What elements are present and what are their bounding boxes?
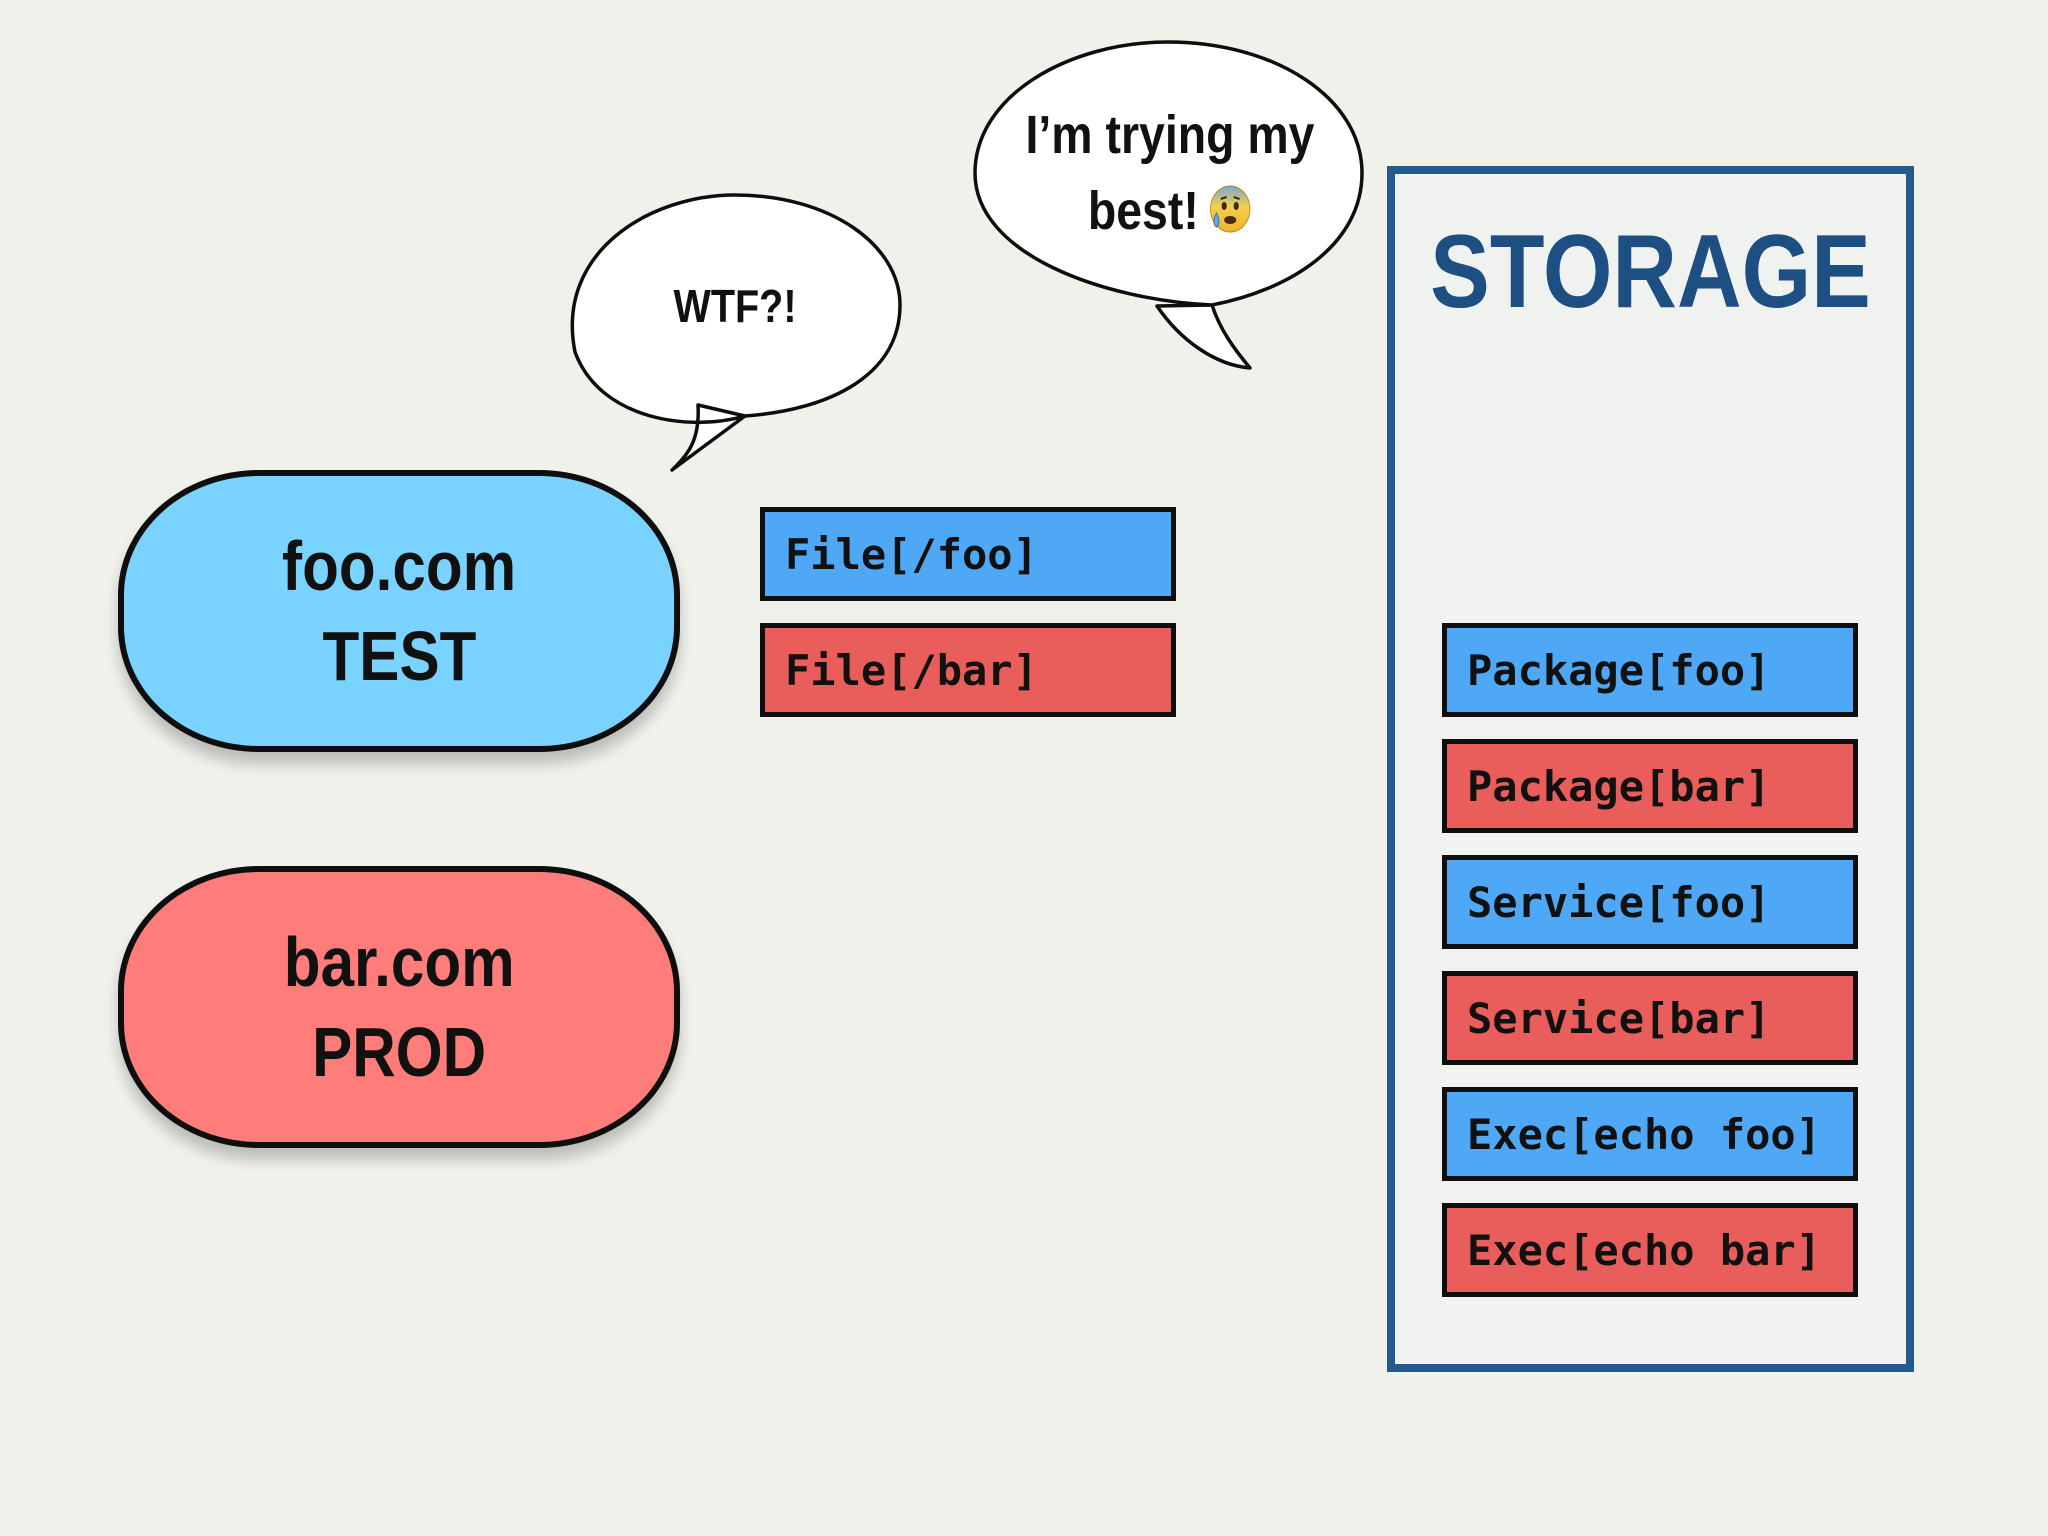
best-bubble-line1: I’m trying my xyxy=(1025,105,1315,165)
file-bar-resource: File[/bar] xyxy=(760,623,1176,717)
storage-item-service-foo: Service[foo] xyxy=(1442,855,1858,949)
storage-title: STORAGE xyxy=(1430,214,1871,330)
wtf-bubble-text: WTF?! xyxy=(673,280,797,332)
storage-item-package-foo: Package[foo] xyxy=(1442,623,1858,717)
server-bar-prod: bar.com PROD xyxy=(118,866,680,1148)
best-speech-bubble xyxy=(973,40,1364,370)
wtf-speech-bubble xyxy=(570,193,902,472)
file-foo-resource: File[/foo] xyxy=(760,507,1176,601)
best-bubble-text: I’m trying my best! xyxy=(1015,97,1325,255)
server-foo-env: TEST xyxy=(322,617,476,695)
storage-item-exec-echo-foo: Exec[echo foo] xyxy=(1442,1087,1858,1181)
best-bubble-line2: best! xyxy=(1015,173,1325,255)
server-bar-domain: bar.com xyxy=(283,923,515,1001)
server-bar-env: PROD xyxy=(312,1013,486,1091)
best-bubble-line2-text: best! xyxy=(1087,181,1199,241)
server-foo-test: foo.com TEST xyxy=(118,470,680,752)
server-foo-domain: foo.com xyxy=(281,527,517,605)
storage-item-package-bar: Package[bar] xyxy=(1442,739,1858,833)
storage-item-exec-echo-bar: Exec[echo bar] xyxy=(1442,1203,1858,1297)
storage-item-service-bar: Service[bar] xyxy=(1442,971,1858,1065)
anxious-face-with-sweat-icon xyxy=(1207,179,1252,255)
